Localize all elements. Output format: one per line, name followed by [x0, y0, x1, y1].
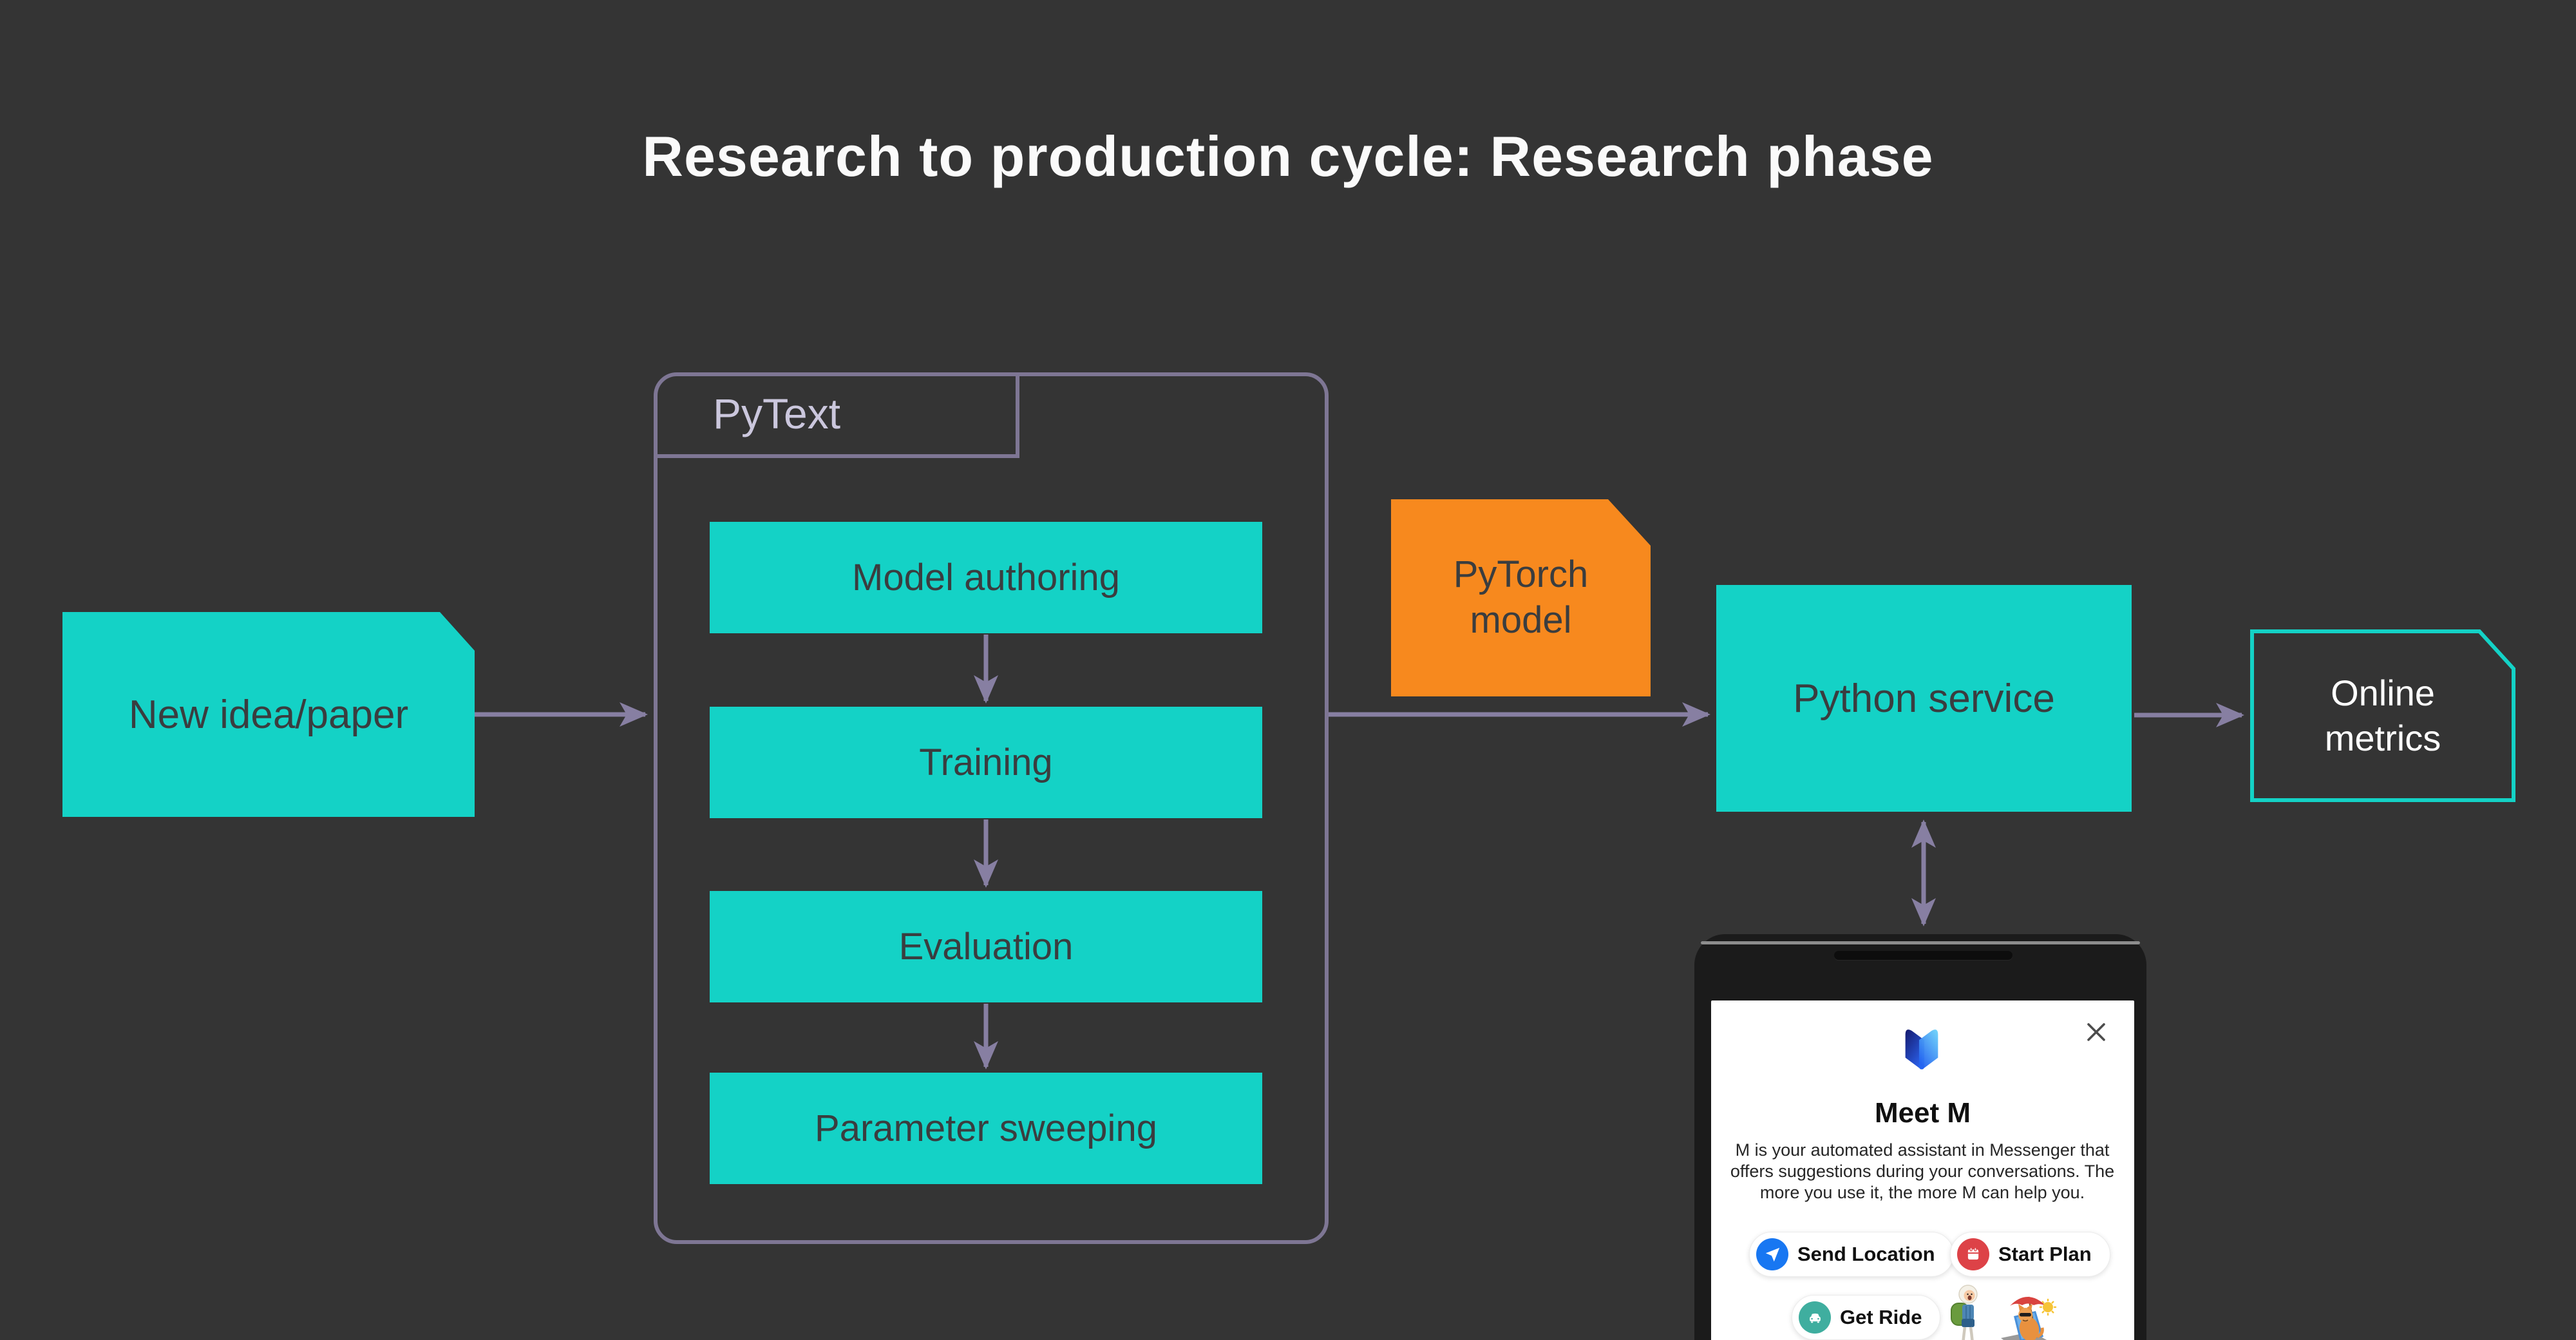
pill-label: Send Location: [1797, 1243, 1935, 1265]
pill-label: Get Ride: [1840, 1306, 1922, 1328]
node-new-idea-paper: New idea/paper: [62, 612, 475, 817]
phone-heading: Meet M: [1874, 1097, 1971, 1129]
phone-top-highlight: [1701, 941, 2140, 944]
node-online-metrics: Online metrics: [2250, 629, 2515, 802]
node-parameter-sweeping: Parameter sweeping: [710, 1073, 1262, 1184]
messenger-m-logo: [1905, 1029, 1938, 1069]
description-line: offers suggestions during your conversat…: [1730, 1162, 2115, 1181]
node-python-service: Python service: [1716, 585, 2132, 812]
calendar-icon: [1957, 1238, 1989, 1270]
node-label: Parameter sweeping: [815, 1107, 1157, 1149]
close-icon[interactable]: [2081, 1017, 2112, 1048]
get-ride-button[interactable]: Get Ride: [1792, 1295, 1941, 1340]
node-label: Training: [919, 742, 1053, 783]
document-outline-shape: [2250, 629, 2515, 802]
node-evaluation: Evaluation: [710, 891, 1262, 1002]
phone-screen: Meet M M is your automated assistant in …: [1711, 1000, 2134, 1340]
node-label: Evaluation: [898, 926, 1074, 968]
node-label: Model authoring: [852, 557, 1120, 598]
node-pytorch-model: PyTorch model: [1391, 499, 1651, 696]
pytext-group-frame: [654, 372, 1329, 1244]
phone-mockup: Meet M M is your automated assistant in …: [1694, 934, 2146, 1340]
car-icon: [1799, 1301, 1831, 1334]
beach-cat-sticker: [2001, 1296, 2056, 1340]
node-label: Python service: [1793, 676, 2055, 721]
node-model-authoring: Model authoring: [710, 522, 1262, 633]
page-title: Research to production cycle: Research p…: [642, 124, 1934, 188]
node-label: PyTorch model: [1453, 553, 1589, 641]
phone-description: M is your automated assistant in Messeng…: [1729, 1140, 2116, 1203]
group-label-text: PyText: [713, 389, 841, 437]
description-line: more you use it, the more M can help you…: [1759, 1183, 2085, 1202]
start-plan-button[interactable]: Start Plan: [1950, 1232, 2110, 1277]
phone-speaker: [1834, 951, 2012, 960]
send-location-icon: [1756, 1238, 1788, 1270]
finn-adventure-sticker: [1951, 1285, 1978, 1340]
node-label: Online metrics: [2324, 673, 2441, 758]
node-label: New idea/paper: [128, 692, 409, 737]
node-training: Training: [710, 707, 1262, 818]
description-line: M is your automated assistant in Messeng…: [1735, 1140, 2110, 1160]
send-location-button[interactable]: Send Location: [1749, 1232, 1954, 1277]
pill-label: Start Plan: [1998, 1243, 2092, 1265]
pytext-group-label: PyText: [654, 372, 1019, 458]
